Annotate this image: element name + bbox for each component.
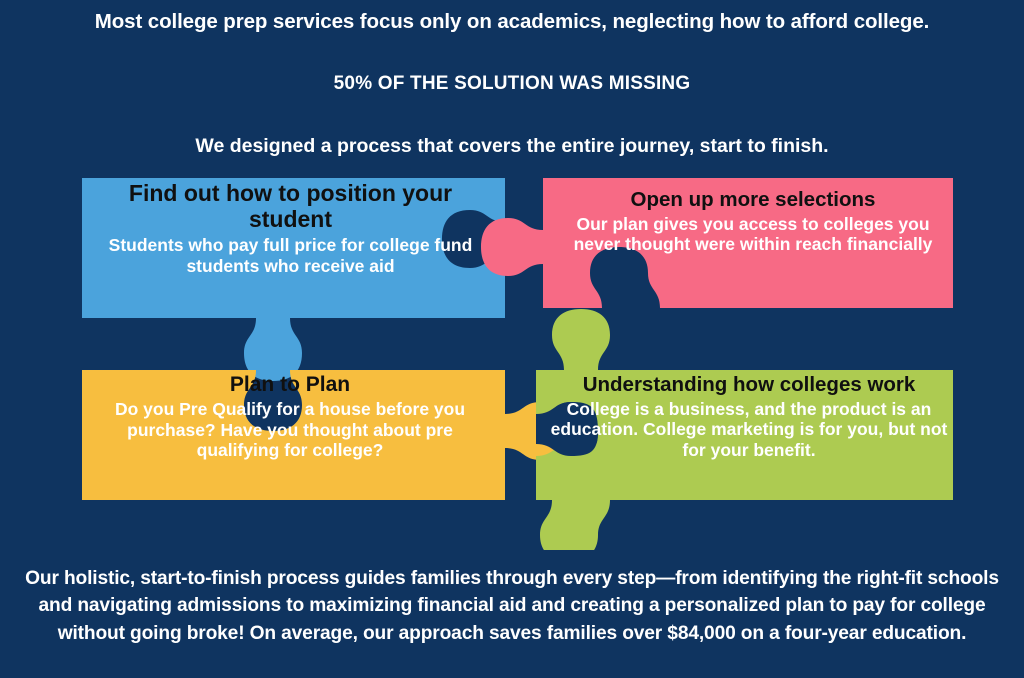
headline-process-intro: We designed a process that covers the en… [195, 135, 829, 157]
puzzle-shapes-svg [82, 178, 953, 550]
headline-missing-solution: 50% OF THE SOLUTION WAS MISSING [333, 73, 691, 94]
puzzle-diagram: Find out how to position your student St… [0, 160, 1024, 550]
puzzle-piece-yellow-shape[interactable] [82, 370, 567, 500]
puzzle-piece-green-left-notch [536, 402, 598, 456]
puzzle-piece-pink-shape[interactable] [481, 178, 953, 308]
headline-problem-statement: Most college prep services focus only on… [94, 10, 930, 33]
footer-summary-paragraph: Our holistic, start-to-finish process gu… [25, 568, 999, 644]
puzzle-piece-green-shape[interactable] [536, 309, 953, 550]
puzzle-piece-blue-shape[interactable] [82, 178, 505, 381]
